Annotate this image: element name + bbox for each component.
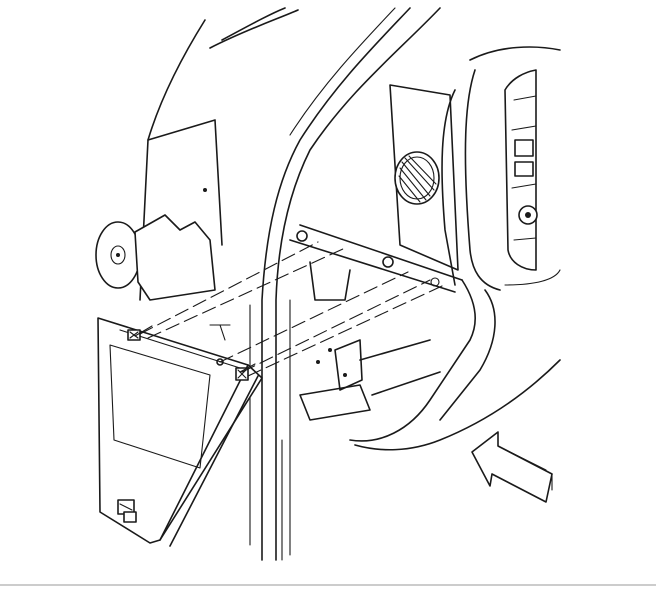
hvac-outlet-vent: [394, 151, 440, 205]
direction-arrow: [471, 431, 553, 503]
glove-box-bin: [209, 261, 441, 421]
alignment-guide-lines: [134, 241, 443, 377]
instrument-panel-carrier: [289, 46, 561, 451]
knee-bolster-panel: [97, 317, 263, 547]
radio-control-cluster: [504, 69, 538, 271]
hinge-mount: [95, 188, 216, 301]
door-frame-pillar: [139, 7, 441, 561]
